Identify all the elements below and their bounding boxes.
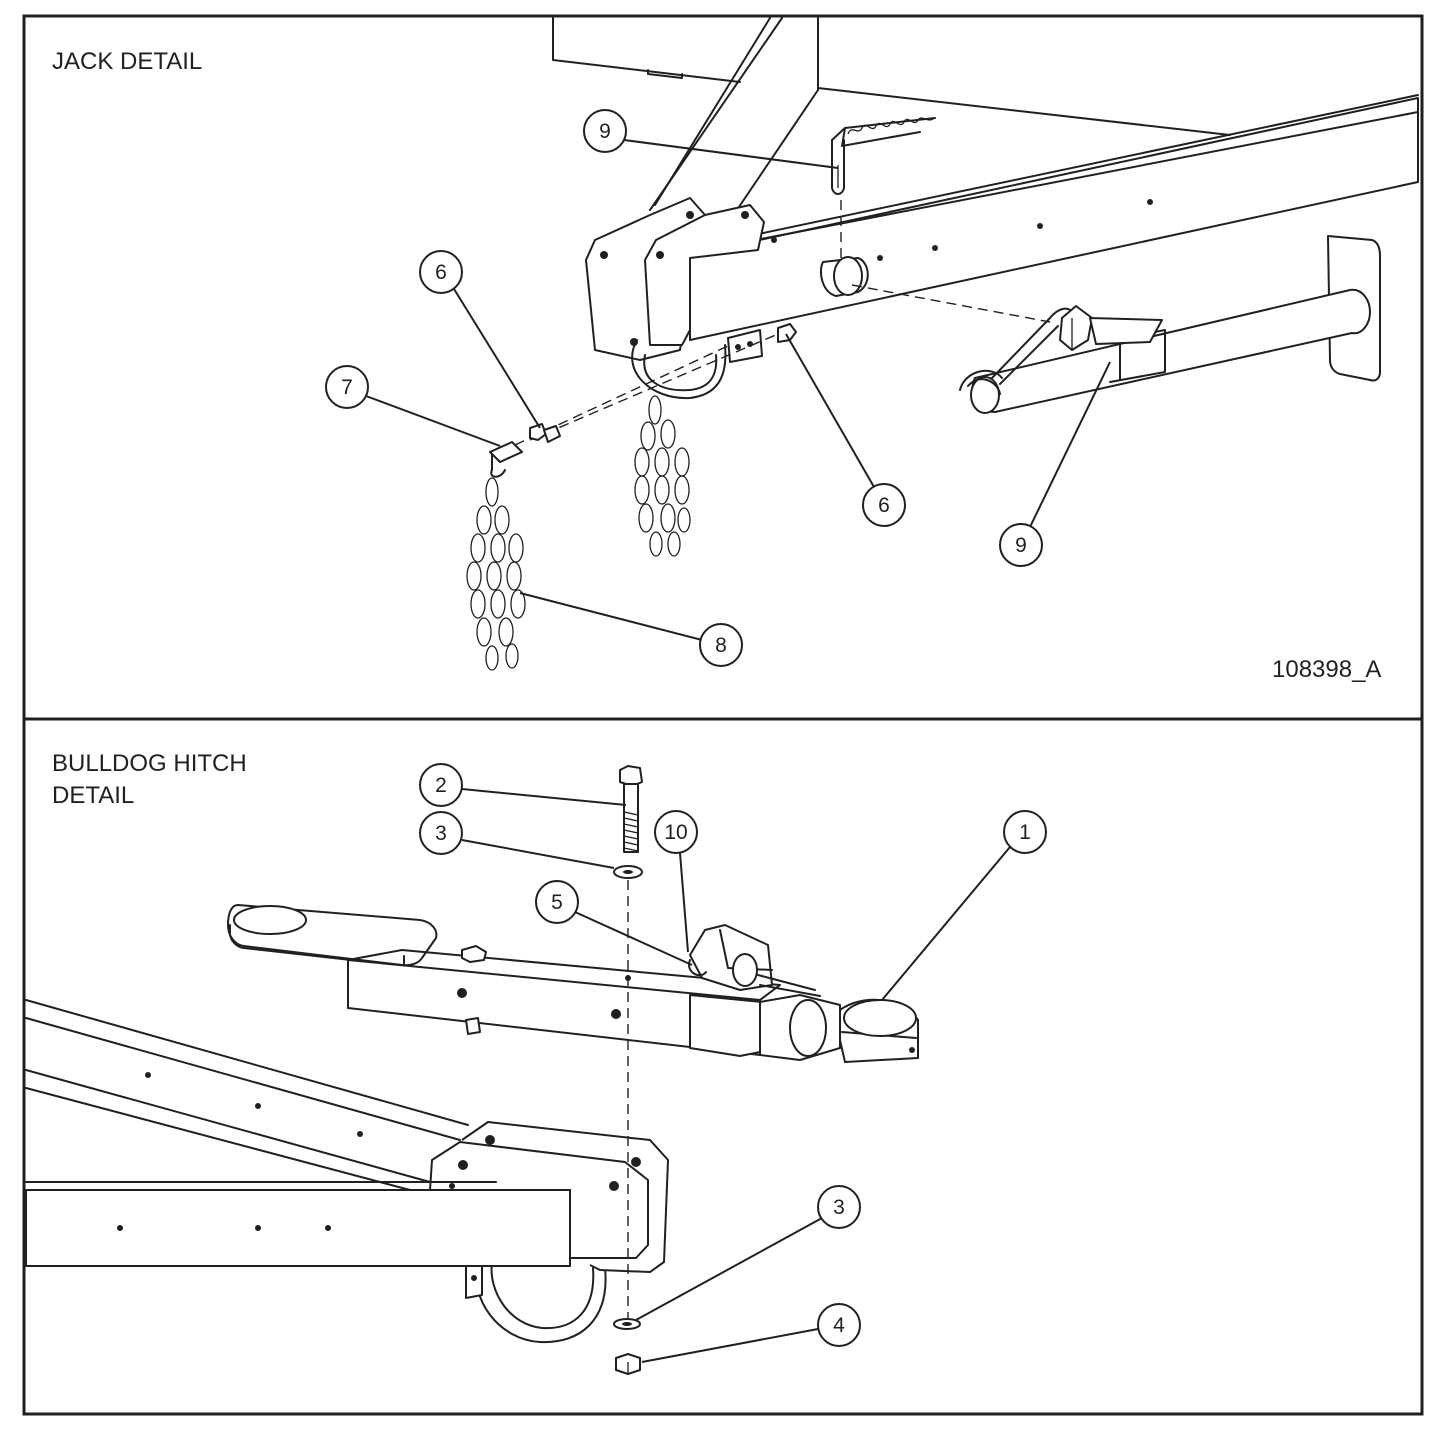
jack-pin (831, 117, 936, 195)
jack-trailer-frame (552, 17, 1419, 400)
callout-leader (574, 911, 693, 966)
callout-number: 6 (435, 261, 447, 284)
callout-hitch-3: 3 (419, 811, 615, 869)
callout-leader (623, 139, 839, 169)
callout-bubble (419, 811, 463, 855)
diagram-frame (22, 14, 1424, 1416)
safety-chain-right (634, 395, 691, 557)
hitch-detail-title: BULLDOG HITCH DETAIL (52, 748, 247, 812)
callouts: 9 6 7 6 9 8 2 3 10 1 5 3 4 (325, 109, 1111, 1363)
callout-bubble (999, 523, 1043, 567)
hitch-washer-top (613, 865, 643, 879)
callout-leader (679, 852, 689, 953)
jack-detail-title: JACK DETAIL (52, 48, 203, 75)
callout-hitch-3: 3 (635, 1185, 861, 1321)
callout-number: 7 (341, 376, 353, 399)
callout-number: 1 (1019, 821, 1031, 844)
callout-bubble (699, 623, 743, 667)
hitch-trailer-frame (25, 999, 669, 1344)
callout-jack-9: 9 (999, 361, 1111, 567)
callout-hitch-5: 5 (535, 880, 693, 966)
callout-jack-9: 9 (583, 109, 839, 169)
callout-bubble (419, 763, 463, 807)
callout-leader (453, 288, 541, 429)
callout-bubble (419, 250, 463, 294)
callout-leader (461, 839, 615, 869)
callout-bubble (583, 109, 627, 153)
callout-number: 3 (833, 1196, 845, 1219)
callout-bubble (325, 365, 369, 409)
callout-leader (635, 1217, 823, 1321)
callout-bubble (654, 810, 698, 854)
callout-number: 5 (551, 891, 563, 914)
callout-leader (519, 592, 703, 641)
callout-bubble (817, 1303, 861, 1347)
callout-leader (1029, 361, 1111, 528)
hitch-nut (615, 1353, 641, 1375)
callout-hitch-10: 10 (654, 810, 698, 953)
callout-number: 4 (833, 1314, 845, 1337)
callout-number: 2 (435, 774, 447, 797)
callout-number: 9 (599, 120, 611, 143)
hitch-title-line2: DETAIL (52, 782, 135, 809)
callout-leader (641, 1328, 819, 1363)
callout-jack-6: 6 (419, 250, 541, 429)
callout-leader (461, 788, 627, 806)
callout-bubble (1003, 810, 1047, 854)
bulldog-hitch-assembly (227, 904, 919, 1063)
safety-chain-left (466, 423, 561, 671)
callout-number: 8 (715, 634, 727, 657)
callout-number: 3 (435, 822, 447, 845)
callout-number: 10 (664, 821, 687, 844)
callout-jack-8: 8 (519, 592, 743, 667)
callout-jack-6: 6 (785, 333, 906, 527)
callout-hitch-4: 4 (641, 1303, 861, 1363)
hitch-title-line1: BULLDOG HITCH (52, 750, 247, 777)
callout-leader (365, 395, 501, 447)
hitch-washer-bottom (613, 1318, 641, 1330)
callout-number: 9 (1015, 534, 1027, 557)
callout-hitch-2: 2 (419, 763, 627, 807)
callout-bubble (862, 483, 906, 527)
jack-stand (959, 235, 1381, 414)
callout-bubble (535, 880, 579, 924)
callout-hitch-1: 1 (881, 810, 1047, 1001)
callout-bubble (817, 1185, 861, 1229)
callout-leader (785, 333, 875, 488)
callout-number: 6 (878, 494, 890, 517)
callout-leader (881, 846, 1011, 1001)
hitch-bolt (619, 765, 643, 853)
drawing-number: 108398_A (1272, 656, 1382, 683)
callout-jack-7: 7 (325, 365, 501, 447)
